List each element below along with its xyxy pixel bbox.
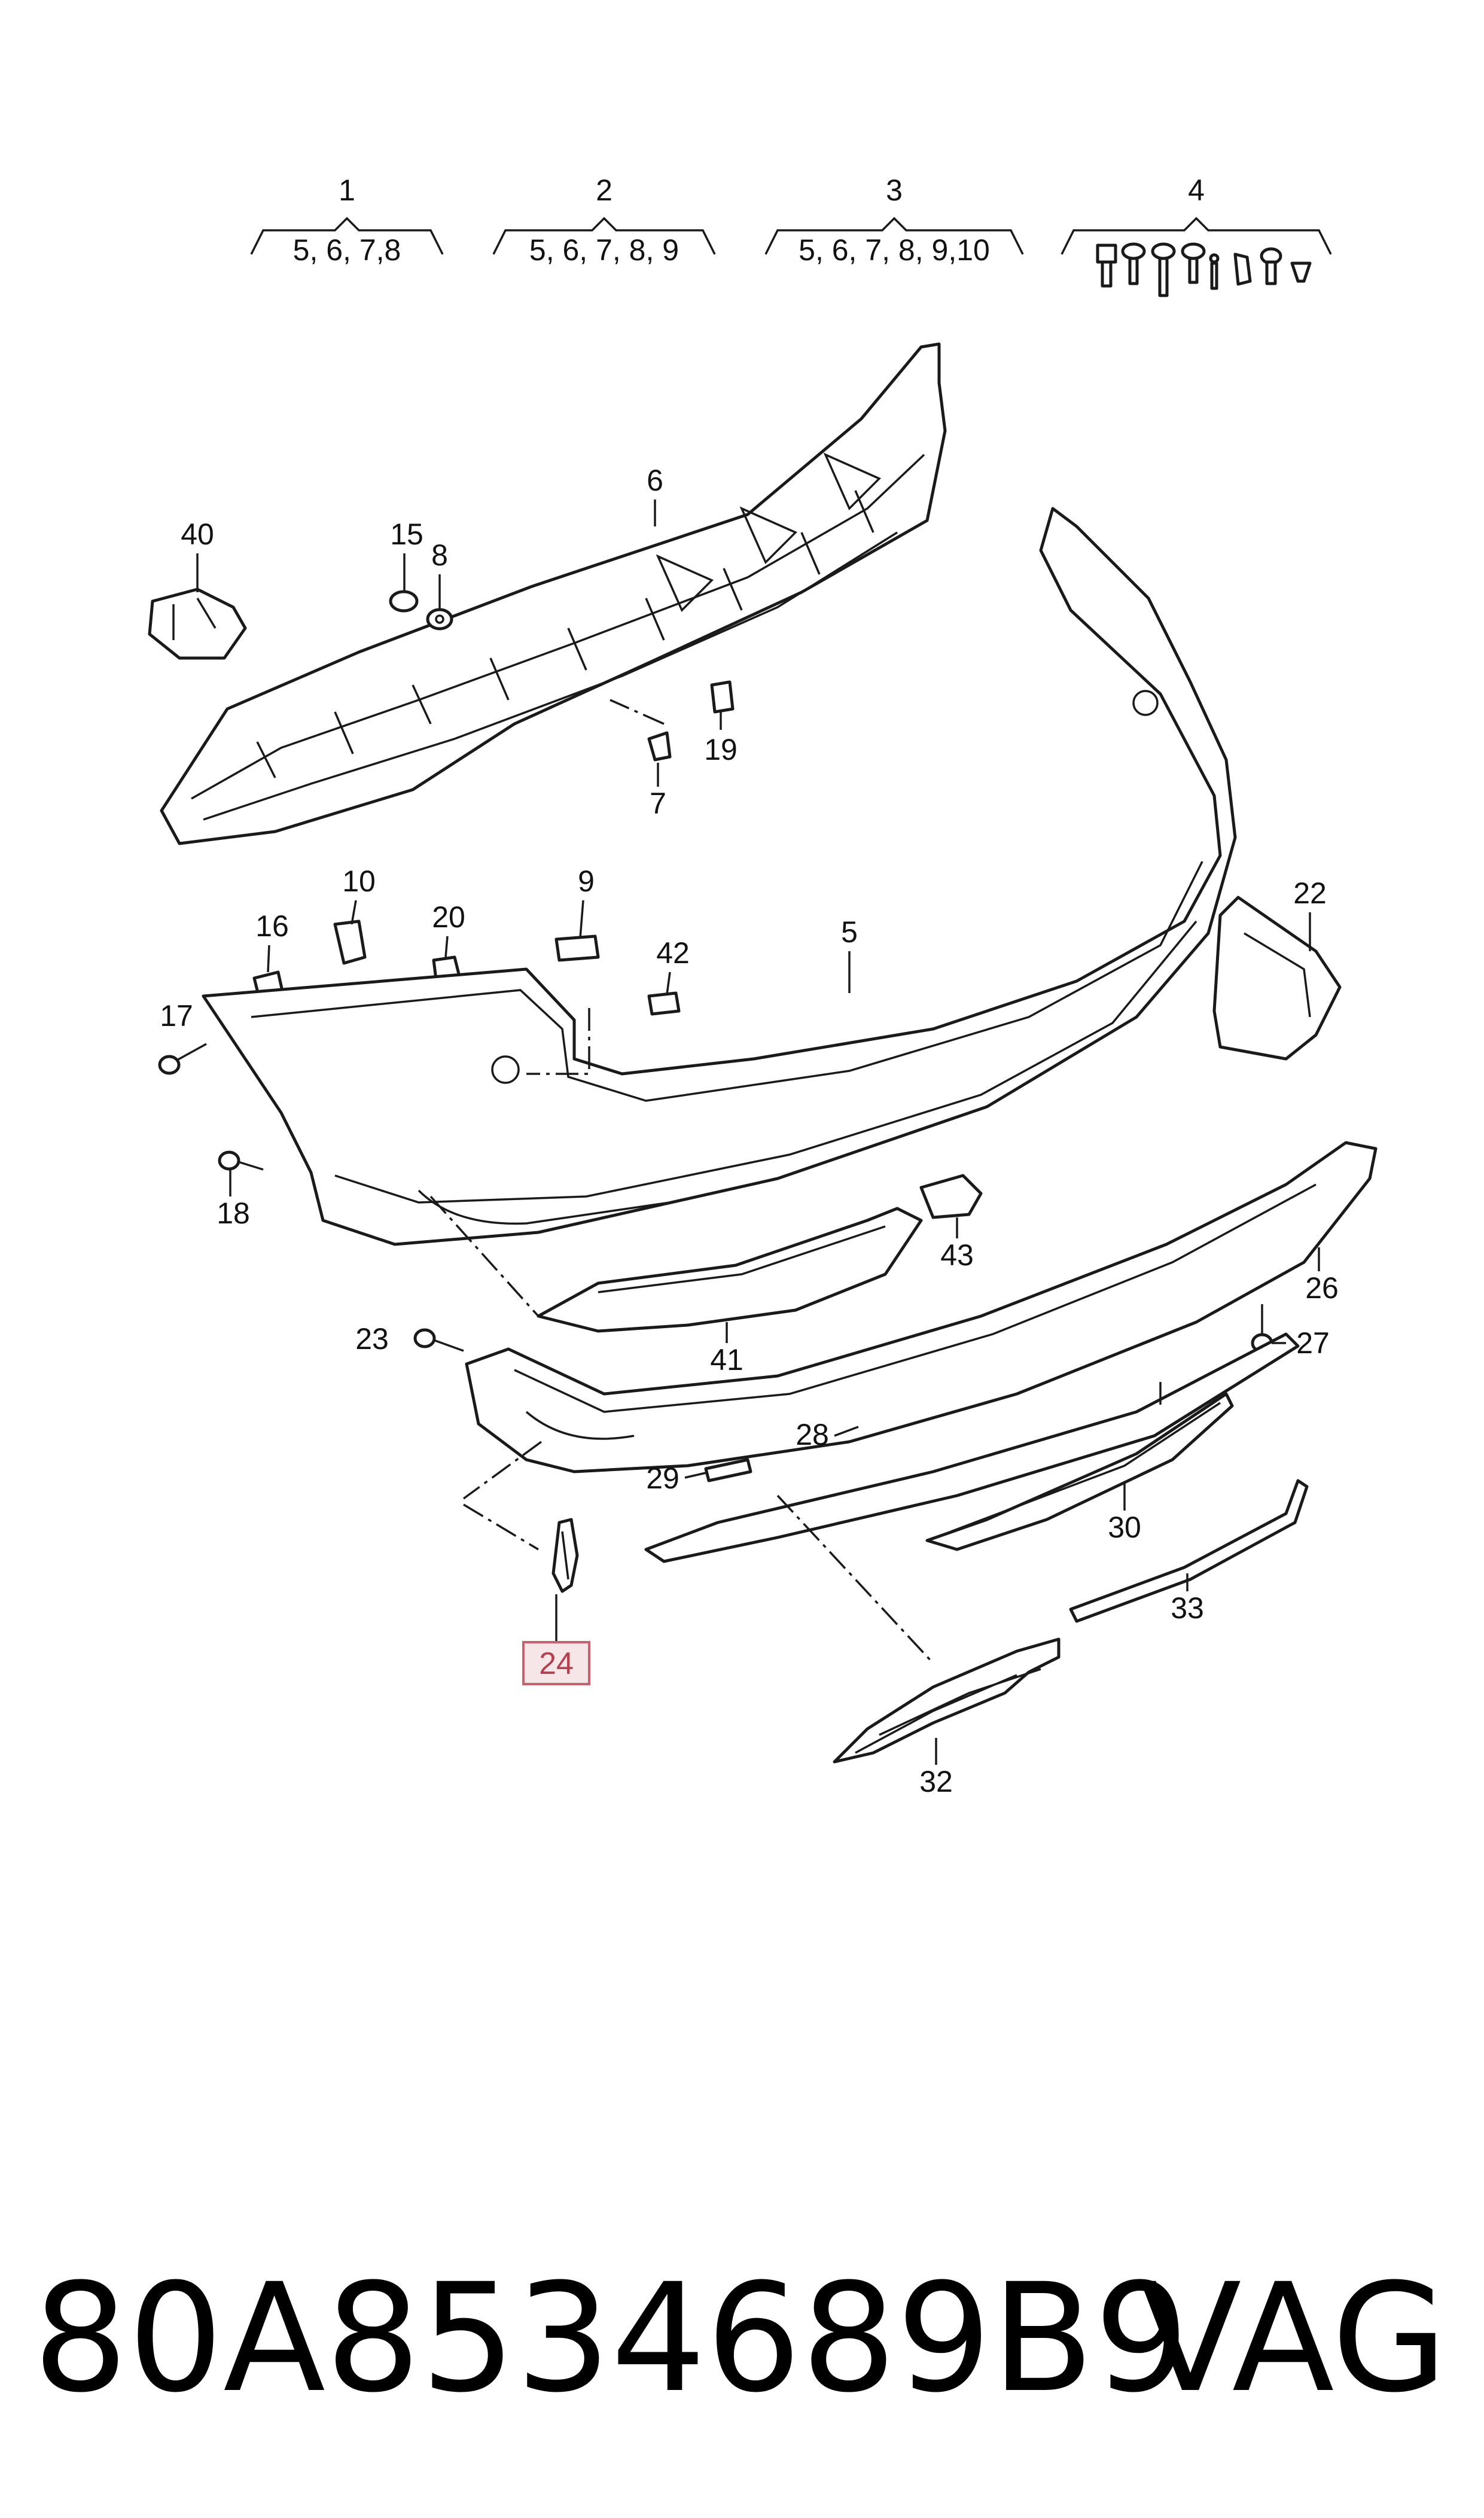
fastener-icons [1096,242,1312,297]
part-6-reinforcement[interactable] [160,342,947,845]
group-header-1[interactable]: 1 5, 6, 7,8 [250,173,444,267]
part-5-bumper-cover[interactable] [202,507,1237,1246]
footer-part-number: 80A8534689B9 [33,2251,1189,2425]
group-header-2[interactable]: 2 5, 6, 7, 8, 9 [492,173,716,267]
callout-label: 17 [160,999,193,1033]
callout-32[interactable]: 32 [919,1738,953,1798]
lower-strip [644,1332,1300,1563]
part-23-screw[interactable] [413,1328,464,1352]
group-bracket-1 [250,217,444,255]
callout-16[interactable]: 16 [255,909,289,973]
callout-label: 42 [656,936,690,970]
callout-15[interactable]: 15 [390,517,423,591]
part-10-bracket[interactable] [333,919,367,965]
callout-19[interactable]: 19 [704,712,738,766]
callout-22[interactable]: 22 [1293,876,1327,951]
part-33-strip[interactable] [1069,1479,1309,1623]
callout-27[interactable]: 27 [1272,1326,1330,1360]
callout-label: 30 [1108,1511,1141,1544]
callout-label: 19 [704,733,738,766]
callout-5[interactable]: 5 [841,915,858,993]
group-number-4: 4 [1188,173,1205,207]
callout-17[interactable]: 17 [160,999,193,1033]
callout-label: 10 [342,864,376,898]
part-30-insert[interactable] [925,1392,1234,1551]
callout-18[interactable]: 18 [217,1170,250,1230]
callout-label: 15 [390,517,423,551]
footer-brand: VAG [1139,2251,1448,2425]
callout-41[interactable]: 41 [710,1322,743,1377]
callout-33[interactable]: 33 [1171,1573,1204,1625]
callout-6[interactable]: 6 [647,464,663,526]
group-header-4[interactable]: 4 [1061,173,1332,297]
group-number-1: 1 [339,173,355,207]
part-26-diffuser[interactable] [465,1141,1378,1473]
callout-23[interactable]: 23 [355,1322,389,1356]
callout-28[interactable]: 28 [796,1418,859,1451]
part-19-clip[interactable] [710,680,735,714]
callout-26[interactable]: 26 [1305,1247,1339,1305]
callout-10[interactable]: 10 [342,864,376,925]
callout-label: 40 [181,517,214,551]
callout-label: 24 [539,1646,574,1681]
part-9-holder[interactable] [554,934,600,962]
callout-29[interactable]: 29 [646,1462,706,1495]
part-18-screw[interactable] [218,1150,264,1171]
part-42-pin[interactable] [647,991,681,1016]
callout-30[interactable]: 30 [1108,1484,1141,1544]
callout-label: 27 [1296,1326,1330,1360]
part-43-connector[interactable] [919,1174,983,1219]
group-number-2: 2 [596,173,613,207]
callout-label: 8 [431,538,448,572]
callout-label: 26 [1305,1271,1339,1305]
callout-label: 5 [841,915,858,949]
callout-24-highlighted[interactable]: 24 [522,1594,590,1685]
callout-label: 22 [1293,876,1327,910]
part-32-panel[interactable] [833,1637,1061,1764]
part-8-washer[interactable] [426,608,453,631]
callout-label: 6 [647,464,663,497]
callout-42[interactable]: 42 [656,936,690,995]
assembly-lines [429,699,1162,1664]
group-header-3[interactable]: 3 5, 6, 7, 8, 9,10 [764,173,1024,267]
group-items-3: 5, 6, 7, 8, 9,10 [799,233,990,267]
callout-label: 9 [578,864,595,898]
part-7-clip[interactable] [647,731,672,762]
part-22-trim[interactable] [1212,896,1342,1061]
callout-label: 16 [255,909,289,943]
callout-7[interactable]: 7 [650,763,666,820]
part-29-strip[interactable] [704,1458,752,1482]
callout-20[interactable]: 20 [432,900,465,958]
callout-8[interactable]: 8 [431,538,448,609]
callout-label: 43 [940,1238,974,1272]
callout-43[interactable]: 43 [940,1217,974,1272]
group-items-1: 5, 6, 7,8 [293,233,401,267]
part-17-screw[interactable] [158,1043,207,1075]
part-15-nut[interactable] [389,590,419,613]
callout-9[interactable]: 9 [578,864,595,939]
callout-label: 33 [1171,1591,1204,1625]
callout-label: 29 [646,1462,679,1495]
callout-label: 7 [650,787,666,820]
callout-label: 41 [710,1343,743,1377]
group-bracket-4 [1061,217,1332,255]
part-24-bracket[interactable] [551,1518,579,1593]
group-items-2: 5, 6, 7, 8, 9 [529,233,679,267]
part-40-bracket[interactable] [148,587,247,660]
callout-label: 20 [432,900,465,934]
highlight-box [522,1641,590,1685]
callout-40[interactable]: 40 [181,517,214,592]
callout-label: 23 [355,1322,389,1356]
group-number-3: 3 [886,173,903,207]
group-bracket-3 [764,217,1024,255]
callout-label: 28 [796,1418,829,1451]
part-41-trim[interactable] [537,1207,923,1333]
callout-label: 18 [217,1196,250,1230]
callout-label: 32 [919,1765,953,1798]
group-bracket-2 [492,217,716,255]
